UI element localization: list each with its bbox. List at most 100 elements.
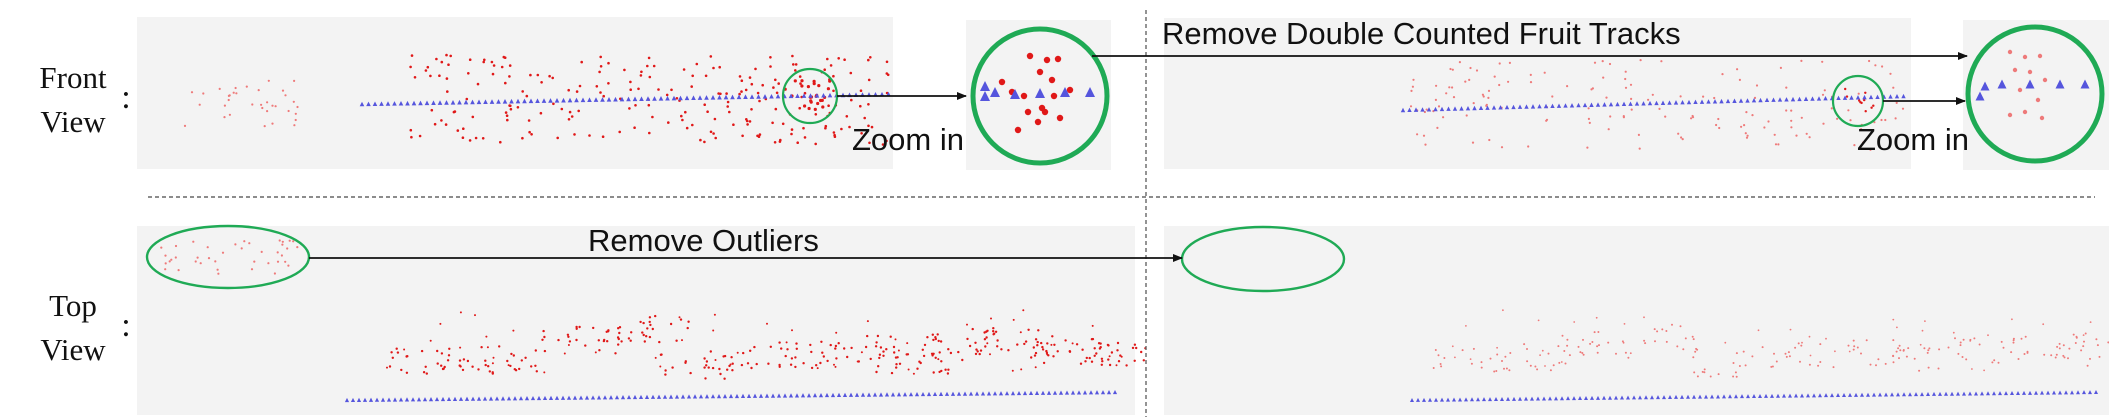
fruit-point [1605,96,1608,99]
camera-marker [593,97,599,102]
fruit-point [458,364,461,367]
fruit-point [731,362,734,365]
fruit-point [669,322,673,326]
fruit-point [1041,345,1044,349]
fruit-point [691,123,694,127]
fruit-point [491,371,494,374]
fruit-point [974,341,977,344]
fruit-point [932,338,935,342]
fruit-point [1050,92,1058,100]
camera-marker [2076,390,2080,395]
camera-marker [1602,102,1607,107]
fruit-point [1501,360,1503,362]
fruit-point [670,88,673,92]
fruit-point [2095,338,2098,341]
camera-marker [1064,390,1070,395]
fruit-point [1713,96,1716,100]
fruit-point [1622,341,1625,344]
fruit-point [939,340,943,343]
camera-marker [1890,392,1894,397]
camera-marker [1094,390,1100,395]
fruit-point [938,370,941,374]
fruit-point [461,368,465,372]
camera-marker [2070,390,2074,395]
camera-marker [1595,102,1601,107]
fruit-point [1693,371,1696,374]
fruit-point [1800,344,1803,347]
fruit-point [1448,86,1451,89]
camera-marker [1810,96,1815,101]
camera-marker [392,397,398,402]
camera-marker [1660,100,1666,105]
fruit-point [706,110,709,113]
fruit-point [1020,92,1028,100]
top-view-after-panel [1164,226,2109,415]
fruit-point [766,322,768,325]
camera-marker [1040,390,1046,395]
fruit-point [607,82,610,85]
fruit-point [1671,323,1673,326]
camera-marker [1584,395,1588,400]
fruit-point [1469,358,1472,360]
camera-marker [980,391,986,396]
camera-marker [1517,104,1523,109]
fruit-point [449,54,453,58]
fruit-point [868,141,871,145]
fruit-point [1779,66,1782,69]
fruit-point [922,354,926,358]
outlier-point [267,262,270,265]
camera-marker [1932,391,1936,396]
camera-marker [1803,96,1809,101]
fruit-point [1066,86,1074,94]
fruit-point [1852,339,1855,342]
fruit-point [1075,343,1079,346]
fruit-point [869,357,872,361]
camera-marker [920,391,926,397]
camera-marker [1488,397,1492,402]
fruit-point [878,353,882,356]
fruit-point [1830,107,1833,110]
fruit-point [445,77,449,80]
fruit-point [774,78,777,82]
fruit-point [406,355,409,358]
fruit-point [1924,320,1926,322]
camera-marker [578,395,584,400]
camera-marker [1719,98,1724,104]
fruit-point [1541,349,1544,352]
camera-marker [496,99,501,104]
camera-marker [606,97,612,102]
front-view-label-line2: View [40,104,106,139]
fruit-point [388,365,392,368]
fruit-point [639,320,642,324]
fruit-point [1856,346,1859,349]
fruit-point [989,353,991,356]
camera-marker [1550,103,1555,109]
camera-marker [1446,397,1450,402]
outlier-point [217,272,220,275]
fruit-point [667,121,670,124]
fruit-point [974,352,978,356]
fruit-point [514,369,518,372]
fruit-point [664,373,667,376]
camera-marker [1800,393,1804,398]
camera-marker [734,393,740,399]
fruit-point [629,80,632,84]
fruit-point [1027,328,1030,331]
fruit-point [684,110,687,114]
fruit-point [867,124,870,128]
fruit-point [1853,144,1856,147]
camera-marker [1734,394,1738,399]
fruit-point [1763,126,1766,129]
fruit-point [630,331,633,334]
fruit-point [628,107,631,110]
fruit-point [601,135,605,138]
fruit-point [863,116,866,120]
fruit-point [274,105,277,108]
fruit-point [1913,357,1916,360]
fruit-point [1898,344,1901,347]
fruit-point [1755,84,1759,87]
fruit-point [1589,342,1592,345]
fruit-point [1676,345,1679,348]
camera-marker [1100,390,1106,395]
fruit-point [1745,111,1748,114]
